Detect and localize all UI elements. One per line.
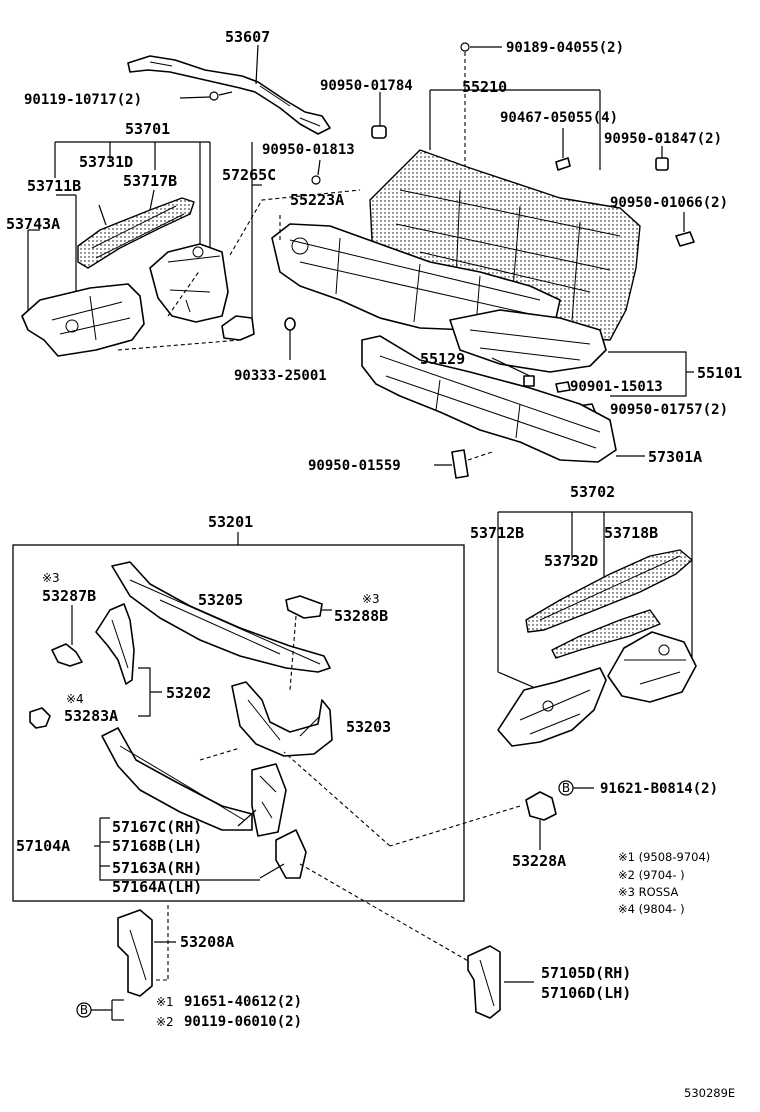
label-90467-05055: 90467-05055(4) [500,110,618,126]
cowl-55101 [449,309,694,397]
circle-b-left: B [80,1003,88,1017]
label-55210: 55210 [462,78,507,96]
label-90950-01066: 90950-01066(2) [610,195,728,211]
label-53732D: 53732D [544,552,598,570]
bracket-53208A [76,905,176,1021]
label-55223A: 55223A [290,191,344,209]
legend-note-3: ※3 ROSSA [618,885,678,899]
apron-upper-53731D [77,197,195,269]
bracket-53701 [27,141,262,320]
bracket-53287B [51,605,83,667]
diagram-code: 530289E [684,1086,735,1100]
label-53228A: 53228A [512,852,566,870]
plug-90333-25001 [284,317,296,360]
mark-rossa-2: ※3 [362,592,380,606]
label-90950-01847: 90950-01847(2) [604,131,722,147]
upper-support-53205 [111,561,331,673]
label-90950-01813: 90950-01813 [262,142,355,158]
apron-front-53717B [149,243,229,323]
label-55101: 55101 [697,364,742,382]
label-57265C: 57265C [222,166,276,184]
label-90333-25001: 90333-25001 [234,368,327,384]
legend-notes: ※1 (9508-9704) ※2 (9704- ) ※3 ROSSA ※4 (… [618,850,710,916]
label-53731D: 53731D [79,153,133,171]
label-57167C: 57167C(RH) [112,818,202,836]
circle-b-right: B [562,781,570,795]
label-53702: 53702 [570,483,615,501]
label-53743A: 53743A [6,215,60,233]
label-53205: 53205 [198,591,243,609]
brace-53607 [127,44,331,135]
label-91621-B0814: 91621-B0814(2) [600,781,718,797]
part-number-labels: 53607 90119-10717(2) 53701 53731D 53711B… [6,28,742,1030]
label-57163A: 57163A(RH) [112,859,202,877]
apron-lower-53711B [21,283,145,357]
label-53287B: 53287B [42,587,96,605]
label-53201: 53201 [208,513,253,531]
label-90189-04055: 90189-04055(2) [506,40,624,56]
label-90950-01784: 90950-01784 [320,78,413,94]
legend-note-4: ※4 (9804- ) [618,902,685,916]
label-53712B: 53712B [470,524,524,542]
legend-note-2: ※2 (9704- ) [618,868,685,882]
label-57164A: 57164A(LH) [112,878,202,896]
mark-9704: ※2 [156,1015,174,1029]
label-57301A: 57301A [648,448,702,466]
label-53288B: 53288B [334,607,388,625]
legend-note-1: ※1 (9508-9704) [618,850,710,864]
clip-53283A [29,707,51,729]
label-90950-01757: 90950-01757(2) [610,402,728,418]
mark-9508: ※1 [156,995,174,1009]
label-53711B: 53711B [27,177,81,195]
label-53717B: 53717B [123,172,177,190]
label-53283A: 53283A [64,707,118,725]
label-53202: 53202 [166,684,211,702]
label-53203: 53203 [346,718,391,736]
label-53208A: 53208A [180,933,234,951]
bracket-53288B [285,595,332,691]
panel-57301A [361,335,645,479]
label-90119-06010: 90119-06010(2) [184,1014,302,1030]
label-91651-40612: 91651-40612(2) [184,994,302,1010]
label-57106D: 57106D(LH) [541,984,631,1002]
label-53607: 53607 [225,28,270,46]
label-90901-15013: 90901-15013 [570,379,663,395]
label-57104A: 57104A [16,837,70,855]
apron-upper-53732D [525,549,693,633]
support-53203 [231,681,333,757]
label-57168B: 57168B(LH) [112,837,202,855]
label-53718B: 53718B [604,524,658,542]
bracket-57105D [299,863,534,1019]
apron-lower-53712B [497,667,607,747]
label-90119-10717: 90119-10717(2) [24,92,142,108]
mark-rossa-1: ※3 [42,571,60,585]
brace-53202 [95,603,162,717]
label-57105D: 57105D(RH) [541,964,631,982]
label-55129: 55129 [420,350,465,368]
bracket-53228A [283,751,594,850]
label-53701: 53701 [125,120,170,138]
label-90950-01559: 90950-01559 [308,458,401,474]
apron-front-53718B [551,609,697,703]
lower-support-57104A [94,727,307,881]
extension-57265C [221,315,255,341]
mark-9804: ※4 [66,692,84,706]
